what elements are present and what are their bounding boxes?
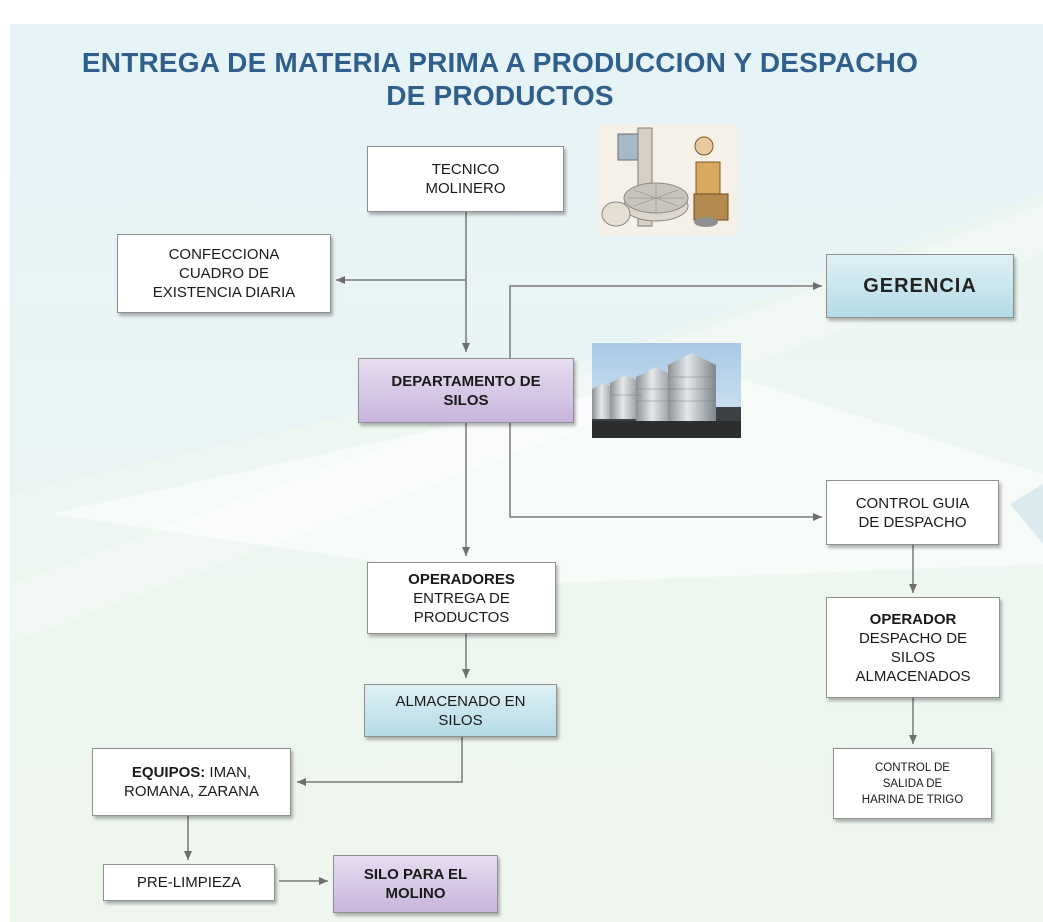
departamento-silos-box: DEPARTAMENTO DE SILOS — [358, 358, 574, 423]
confecciona-line-1: CONFECCIONA — [168, 246, 280, 263]
silo-molino-line-2: MOLINO — [385, 885, 446, 902]
gerencia-label: GERENCIA — [863, 274, 977, 297]
operador-line-1: DESPACHO DE — [858, 629, 968, 647]
operadores-box: OPERADORES ENTREGA DE PRODUCTOS — [367, 562, 556, 634]
equipos-line-1: EQUIPOS: IMAN, — [132, 763, 251, 782]
equipos-title: EQUIPOS: — [131, 764, 206, 781]
tecnico-molinero-box: TECNICO MOLINERO — [367, 146, 564, 212]
almacenado-line-2: SILOS — [438, 711, 483, 729]
control-salida-line-1: CONTROL DE — [875, 761, 950, 774]
gerencia-box: GERENCIA — [826, 254, 1014, 318]
equipos-box: EQUIPOS: IMAN, ROMANA, ZARANA — [92, 748, 291, 816]
page-title: ENTREGA DE MATERIA PRIMA A PRODUCCION Y … — [40, 46, 960, 112]
control-guia-box: CONTROL GUIA DE DESPACHO — [826, 480, 999, 545]
prelimpieza-box: PRE-LIMPIEZA — [103, 864, 275, 901]
grain-silos-icon — [592, 343, 741, 438]
arrow-departamento-to-gerencia — [509, 282, 822, 358]
confecciona-line-2: CUADRO DE — [178, 265, 269, 282]
equipos-line-2: ROMANA, ZARANA — [123, 783, 259, 800]
confecciona-box: CONFECCIONA CUADRO DE EXISTENCIA DIARIA — [117, 234, 331, 313]
confecciona-line-3: EXISTENCIA DIARIA — [152, 284, 296, 301]
operadores-line-1: ENTREGA DE — [413, 589, 510, 607]
control-salida-line-2: SALIDA DE — [882, 777, 943, 790]
arrow-departamento-to-control-guia — [509, 422, 822, 521]
control-salida-line-3: HARINA DE TRIGO — [861, 793, 964, 806]
operador-despacho-box: OPERADOR DESPACHO DE SILOS ALMACENADOS — [826, 597, 1000, 698]
background-decoration — [10, 194, 1043, 922]
flow-connectors — [184, 212, 917, 885]
prelimpieza-label: PRE-LIMPIEZA — [136, 874, 242, 891]
silo-molino-line-1: SILO PARA EL — [363, 866, 468, 883]
almacenado-line-1: ALMACENADO EN — [395, 692, 526, 710]
operador-line-2: SILOS — [890, 648, 936, 666]
operador-line-3: ALMACENADOS — [855, 667, 971, 685]
control-salida-box: CONTROL DE SALIDA DE HARINA DE TRIGO — [833, 748, 992, 819]
arrow-almacenado-to-equipos — [297, 737, 463, 786]
departamento-line-1: DEPARTAMENTO DE — [391, 372, 541, 390]
operadores-title: OPERADORES — [408, 570, 515, 588]
operador-title: OPERADOR — [869, 610, 957, 628]
title-line-2: DE PRODUCTOS — [386, 80, 614, 111]
mill-illustration — [598, 124, 738, 236]
departamento-line-2: SILOS — [443, 391, 489, 409]
tecnico-line-1: TECNICO — [431, 161, 500, 178]
operadores-line-2: PRODUCTOS — [413, 608, 510, 626]
silos-photo — [592, 343, 741, 438]
tecnico-line-2: MOLINERO — [425, 180, 506, 197]
control-guia-line-1: CONTROL GUIA — [855, 494, 970, 512]
mill-worker-icon — [598, 124, 738, 236]
title-line-1: ENTREGA DE MATERIA PRIMA A PRODUCCION Y … — [81, 47, 919, 78]
slide: ENTREGA DE MATERIA PRIMA A PRODUCCION Y … — [10, 24, 1043, 922]
control-guia-line-2: DE DESPACHO — [858, 513, 967, 531]
equipos-rest: IMAN, — [205, 764, 252, 781]
almacenado-silos-box: ALMACENADO EN SILOS — [364, 684, 557, 737]
silo-molino-box: SILO PARA EL MOLINO — [333, 855, 498, 913]
